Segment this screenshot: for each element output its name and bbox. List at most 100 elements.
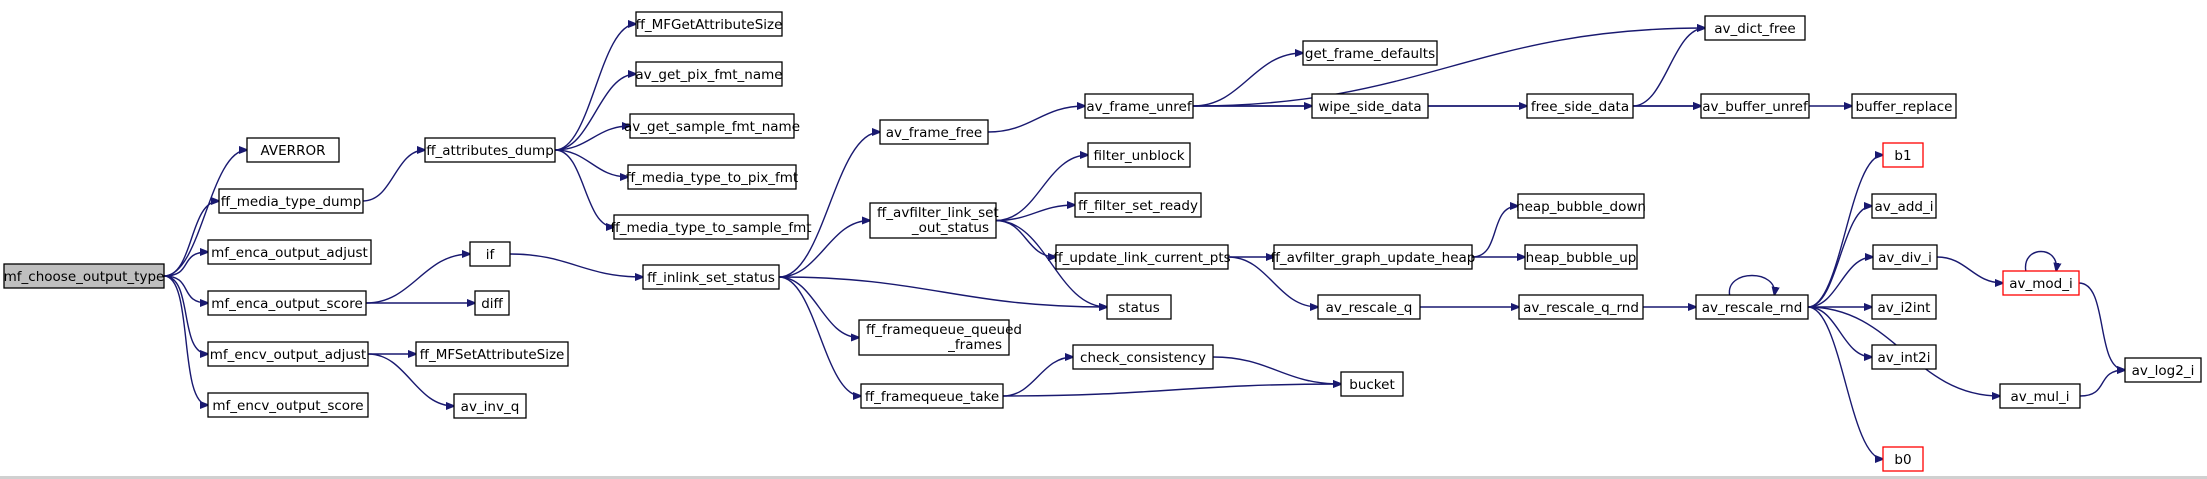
node-box[interactable] [207, 392, 369, 418]
node-rescale-q-rnd[interactable]: av_rescale_q_rnd [1518, 294, 1644, 320]
node-box[interactable] [1084, 93, 1194, 119]
node-encv-score[interactable]: mf_encv_output_score [207, 392, 369, 418]
node-rescale-q[interactable]: av_rescale_q [1317, 294, 1421, 320]
node-check[interactable]: check_consistency [1072, 344, 1214, 370]
node-box[interactable] [1302, 40, 1438, 66]
node-b0[interactable]: b0 [1882, 446, 1924, 472]
node-box[interactable] [858, 319, 1010, 356]
node-box[interactable] [1851, 93, 1957, 119]
node-box[interactable] [627, 164, 797, 190]
node-if[interactable]: if [469, 241, 511, 267]
node-box[interactable] [1882, 142, 1924, 168]
node-filter-ready[interactable]: ff_filter_set_ready [1074, 192, 1202, 218]
node-update-pts[interactable]: ff_update_link_current_pts [1053, 244, 1231, 270]
node-buffer-replace[interactable]: buffer_replace [1851, 93, 1957, 119]
node-link-set[interactable]: ff_avfilter_link_set_out_status [869, 202, 999, 239]
node-box[interactable] [415, 341, 569, 367]
node-heap-down[interactable]: heap_bubble_down [1516, 193, 1646, 219]
node-pix-fmt-name[interactable]: av_get_pix_fmt_name [635, 61, 783, 87]
node-get-defaults[interactable]: get_frame_defaults [1302, 40, 1438, 66]
node-box[interactable] [246, 137, 340, 163]
node-box[interactable] [2124, 357, 2202, 383]
node-box[interactable] [860, 383, 1004, 409]
node-bucket[interactable]: bucket [1340, 371, 1404, 397]
node-box[interactable] [1871, 193, 1937, 219]
node-box[interactable] [1074, 192, 1202, 218]
node-box[interactable] [869, 202, 997, 239]
node-rescale-rnd[interactable]: av_rescale_rnd [1695, 294, 1809, 320]
node-box[interactable] [629, 113, 795, 139]
node-fq-queued[interactable]: ff_framequeue_queued_frames [858, 319, 1022, 356]
node-diff[interactable]: diff [474, 290, 510, 316]
node-box[interactable] [1704, 15, 1806, 41]
node-mfset[interactable]: ff_MFSetAttributeSize [415, 341, 569, 367]
node-box[interactable] [879, 119, 989, 145]
node-box[interactable] [1317, 294, 1421, 320]
node-box[interactable] [635, 61, 783, 87]
node-box[interactable] [1072, 344, 1214, 370]
node-box[interactable] [1087, 142, 1191, 168]
node-heap-up[interactable]: heap_bubble_up [1524, 244, 1638, 270]
node-box[interactable] [424, 137, 556, 163]
node-free-side[interactable]: free_side_data [1526, 93, 1634, 119]
node-fq-take[interactable]: ff_framequeue_take [860, 383, 1004, 409]
node-box[interactable] [218, 188, 364, 214]
node-log2-i[interactable]: av_log2_i [2124, 357, 2202, 383]
node-box[interactable] [1524, 244, 1638, 270]
node-box[interactable] [3, 263, 165, 289]
node-sample-fmt-name[interactable]: av_get_sample_fmt_name [624, 113, 800, 139]
node-box[interactable] [1872, 244, 1938, 270]
node-media-dump[interactable]: ff_media_type_dump [218, 188, 364, 214]
node-box[interactable] [642, 264, 780, 290]
node-attr-dump[interactable]: ff_attributes_dump [424, 137, 556, 163]
node-b1[interactable]: b1 [1882, 142, 1924, 168]
horizontal-scrollbar[interactable] [0, 476, 2207, 479]
node-box[interactable] [1999, 383, 2081, 409]
node-inv-q[interactable]: av_inv_q [453, 393, 527, 419]
node-graph-heap[interactable]: ff_avfilter_graph_update_heap [1271, 244, 1476, 270]
node-box[interactable] [469, 241, 511, 267]
node-dict-free[interactable]: av_dict_free [1704, 15, 1806, 41]
node-filter-unblock[interactable]: filter_unblock [1087, 142, 1191, 168]
node-box[interactable] [207, 239, 372, 265]
node-encv-adjust[interactable]: mf_encv_output_adjust [207, 341, 369, 367]
node-box[interactable] [207, 290, 367, 316]
node-box[interactable] [1311, 93, 1429, 119]
node-inlink[interactable]: ff_inlink_set_status [642, 264, 780, 290]
node-wipe[interactable]: wipe_side_data [1311, 93, 1429, 119]
node-mod-i[interactable]: av_mod_i [2002, 270, 2080, 296]
node-box[interactable] [1871, 294, 1937, 320]
node-int2i[interactable]: av_int2i [1871, 344, 1937, 370]
node-buffer-unref[interactable]: av_buffer_unref [1700, 93, 1810, 119]
node-enca-score[interactable]: mf_enca_output_score [207, 290, 367, 316]
node-div-i[interactable]: av_div_i [1872, 244, 1938, 270]
node-box[interactable] [474, 290, 510, 316]
node-averror[interactable]: AVERROR [246, 137, 340, 163]
node-to-sample-fmt[interactable]: ff_media_type_to_sample_fmt [610, 214, 812, 240]
node-box[interactable] [1695, 294, 1809, 320]
node-box[interactable] [1871, 344, 1937, 370]
node-box[interactable] [1340, 371, 1404, 397]
node-box[interactable] [1055, 244, 1229, 270]
node-box[interactable] [453, 393, 527, 419]
node-box[interactable] [207, 341, 369, 367]
node-to-pix-fmt[interactable]: ff_media_type_to_pix_fmt [626, 164, 798, 190]
node-box[interactable] [1517, 193, 1645, 219]
node-frame-free[interactable]: av_frame_free [879, 119, 989, 145]
node-add-i[interactable]: av_add_i [1871, 193, 1937, 219]
node-i2int[interactable]: av_i2int [1871, 294, 1937, 320]
node-box[interactable] [1518, 294, 1644, 320]
node-box[interactable] [1882, 446, 1924, 472]
node-box[interactable] [1106, 294, 1172, 320]
node-box[interactable] [635, 11, 783, 37]
node-enca-adjust[interactable]: mf_enca_output_adjust [207, 239, 372, 265]
node-mfget[interactable]: ff_MFGetAttributeSize [635, 11, 783, 37]
node-mul-i[interactable]: av_mul_i [1999, 383, 2081, 409]
node-status[interactable]: status [1106, 294, 1172, 320]
node-root[interactable]: mf_choose_output_type [3, 263, 165, 289]
node-box[interactable] [1526, 93, 1634, 119]
node-frame-unref[interactable]: av_frame_unref [1084, 93, 1194, 119]
node-box[interactable] [613, 214, 809, 240]
node-box[interactable] [1700, 93, 1810, 119]
node-box[interactable] [1273, 244, 1473, 270]
